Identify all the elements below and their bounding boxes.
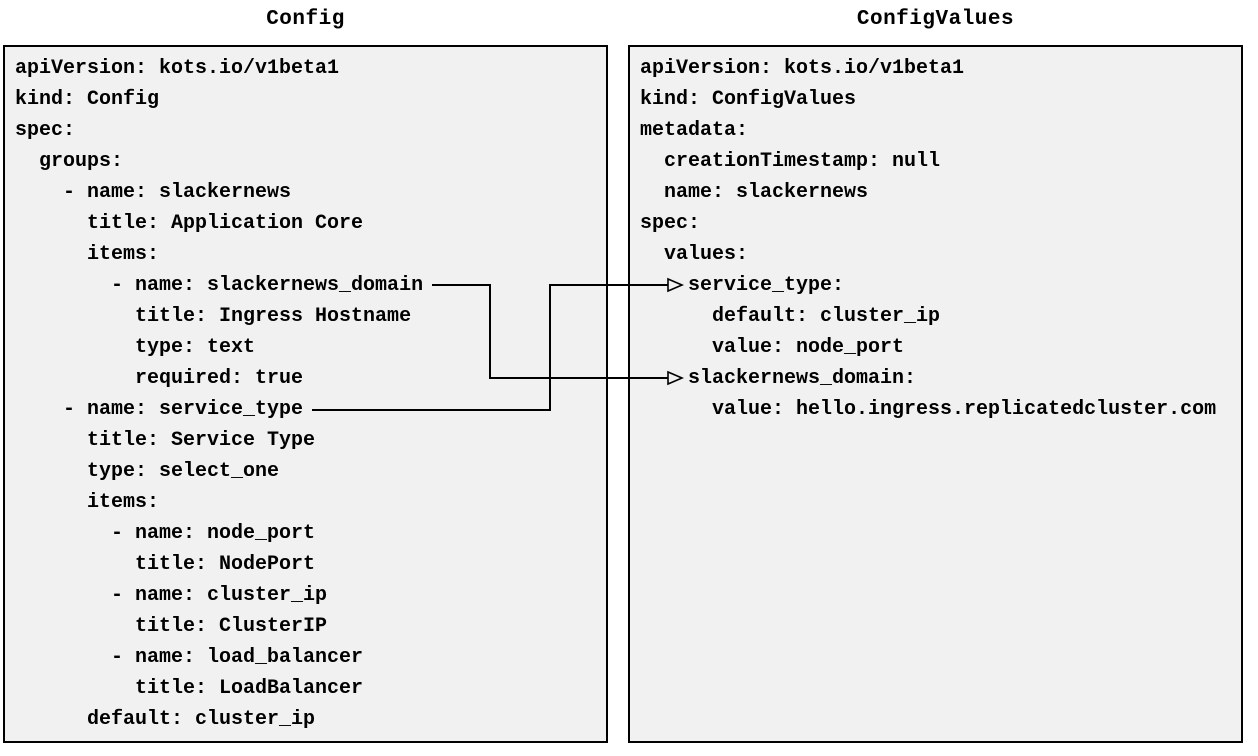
config-yaml-panel: apiVersion: kots.io/v1beta1 kind: Config s… [3,45,608,743]
config-yaml-line: title: Application Core [15,212,364,235]
config-yaml-line: - name: cluster_ip [15,584,328,607]
config-yaml-line: title: LoadBalancer [15,677,364,700]
config-yaml-line: spec: [15,119,76,142]
configvalues-yaml-line: values: [640,243,749,266]
configvalues-yaml-line: name: slackernews [640,181,869,204]
configvalues-yaml-line: spec: [640,212,701,235]
configvalues-yaml-line: default: cluster_ip [640,305,941,328]
config-yaml-line: required: true [15,367,304,390]
config-yaml-line: items: [15,491,160,514]
config-yaml-line: groups: [15,150,124,173]
config-yaml-line: title: Ingress Hostname [15,305,412,328]
configvalues-yaml-line: slackernews_domain: [640,367,917,390]
config-yaml-line: - name: slackernews [15,181,292,204]
configvalues-yaml-panel: apiVersion: kots.io/v1beta1 kind: ConfigV… [628,45,1243,743]
config-yaml-line: default: cluster_ip [15,708,316,731]
config-yaml-line: title: ClusterIP [15,615,328,638]
config-yaml-line: title: Service Type [15,429,316,452]
configvalues-yaml-line: apiVersion: kots.io/v1beta1 [640,57,965,80]
config-yaml-line: type: select_one [15,460,280,483]
configvalues-yaml-line: value: node_port [640,336,905,359]
config-yaml-line: - name: load_balancer [15,646,364,669]
config-yaml-line: - name: service_type [15,398,304,421]
config-yaml-line: - name: slackernews_domain [15,274,424,297]
config-yaml-line: kind: Config [15,88,160,111]
configvalues-yaml-line: kind: ConfigValues [640,88,857,111]
config-yaml-line: - name: node_port [15,522,316,545]
configvalues-yaml-line: creationTimestamp: null [640,150,941,173]
config-panel-title: Config [266,8,345,31]
config-yaml-line: apiVersion: kots.io/v1beta1 [15,57,340,80]
configvalues-yaml-line: value: hello.ingress.replicatedcluster.c… [640,398,1217,421]
configvalues-yaml-line: metadata: [640,119,749,142]
config-yaml-line: items: [15,243,160,266]
config-yaml-line: type: text [15,336,256,359]
configvalues-yaml-line: service_type: [640,274,845,297]
configvalues-panel-title: ConfigValues [856,8,1015,31]
config-yaml-line: title: NodePort [15,553,316,576]
